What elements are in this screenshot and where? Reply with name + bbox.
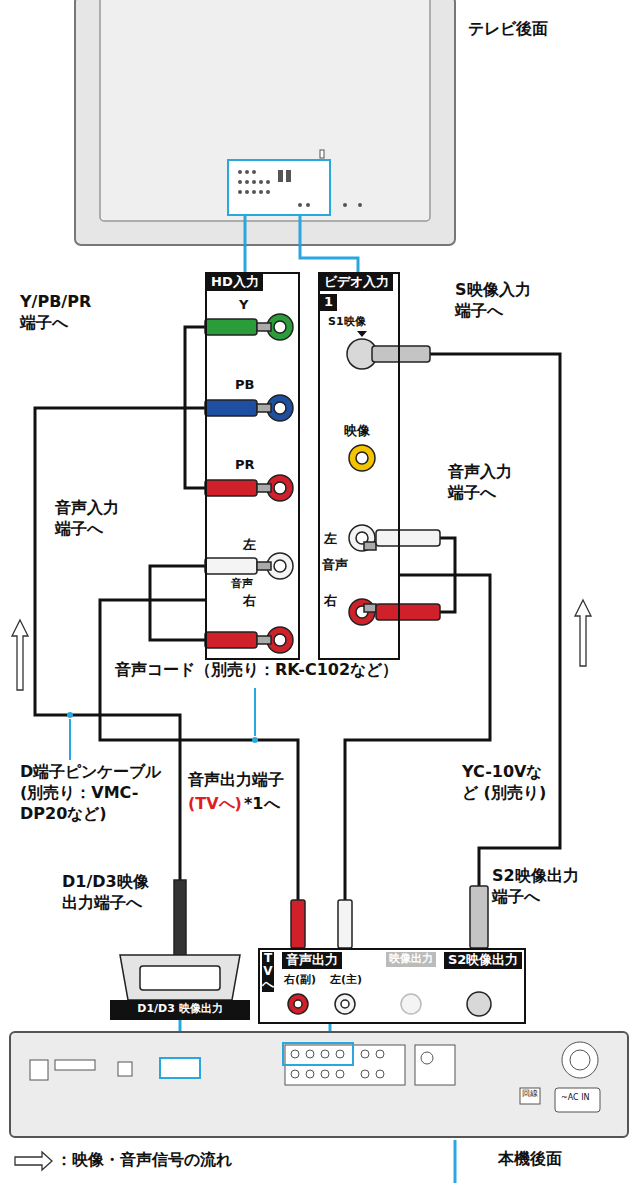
node-title: HD入力 <box>207 274 263 291</box>
port-label: ~AC IN <box>561 1094 590 1102</box>
terminal-label: 左(主) <box>330 974 362 987</box>
d-terminal-box: D1/D3 映像出力 <box>110 1000 250 1020</box>
cable <box>345 575 490 948</box>
cable <box>35 408 205 1000</box>
legend-arrow <box>15 1152 52 1170</box>
node-title: テレビ後面 <box>468 20 548 38</box>
callout-line <box>300 245 358 272</box>
port-label: 回線 <box>522 1090 538 1098</box>
terminal-label: 音声 <box>322 558 348 573</box>
callout-line <box>329 1024 332 1032</box>
callout-label: S映像入力 端子へ <box>455 280 551 322</box>
terminal-label: PR <box>235 458 255 473</box>
node-title: D1/D3 映像出力 <box>110 1003 250 1016</box>
callout-line <box>244 245 247 272</box>
header: Y <box>239 298 248 313</box>
callout-label: 音声入力 端子へ <box>55 498 127 540</box>
terminal-label: 映像出力 <box>386 952 436 967</box>
terminal-label: 左 <box>243 538 256 553</box>
node-title: ビデオ入力 <box>320 274 393 291</box>
tv-rear: テレビ後面 <box>75 0 455 245</box>
output-panel: 音声出力 TVへ右(副) 左(主) 映像出力 S2映像出力 <box>258 948 526 1024</box>
header: TVへ <box>262 952 274 992</box>
terminal-label: 映像 <box>344 424 370 439</box>
callout-label: Y/PB/PR 端子へ <box>20 292 100 334</box>
callout-label: 音声コード（別売り：RK-C102など） <box>115 660 398 681</box>
terminal-label: 音声 <box>231 578 253 591</box>
terminal-label: S2映像出力 <box>444 952 522 969</box>
video-input-panel: ビデオ入力 1S1映像映像左音声右 <box>318 272 400 660</box>
callout-line <box>179 1020 182 1032</box>
cable <box>400 354 560 948</box>
terminal-label: 右(副) <box>284 974 316 987</box>
callout-label: D端子ピンケーブル (別売り：VMC-DP20など) <box>20 762 175 824</box>
callout-label: S2映像出力 端子へ <box>492 866 592 908</box>
callout-label: 音声入力 端子へ <box>448 462 520 504</box>
callout-label: 音声出力端子 <box>188 770 284 791</box>
header: 1 <box>320 294 337 311</box>
callout-label: D1/D3映像 出力端子へ <box>62 872 162 914</box>
terminal-label: 右 <box>324 594 337 609</box>
node-title: 本機後面 <box>498 1150 562 1168</box>
terminal-label: S1映像 <box>328 316 366 329</box>
callout-label: YC-10Vなど (別売り) <box>462 762 554 804</box>
hd-input-panel: HD入力 Y PB PR 左音声右 <box>205 272 300 660</box>
legend-text: ：映像・音声信号の流れ <box>56 1150 232 1171</box>
terminal-label: PB <box>235 378 254 393</box>
terminal-label: 左 <box>324 532 337 547</box>
unit-rear: 本機後面 <box>10 1032 628 1137</box>
terminal-label: 右 <box>243 594 256 609</box>
callout-label: (TVへ) <box>188 794 242 815</box>
callout-label: *1へ <box>244 794 280 815</box>
node-title: 音声出力 <box>282 952 342 969</box>
